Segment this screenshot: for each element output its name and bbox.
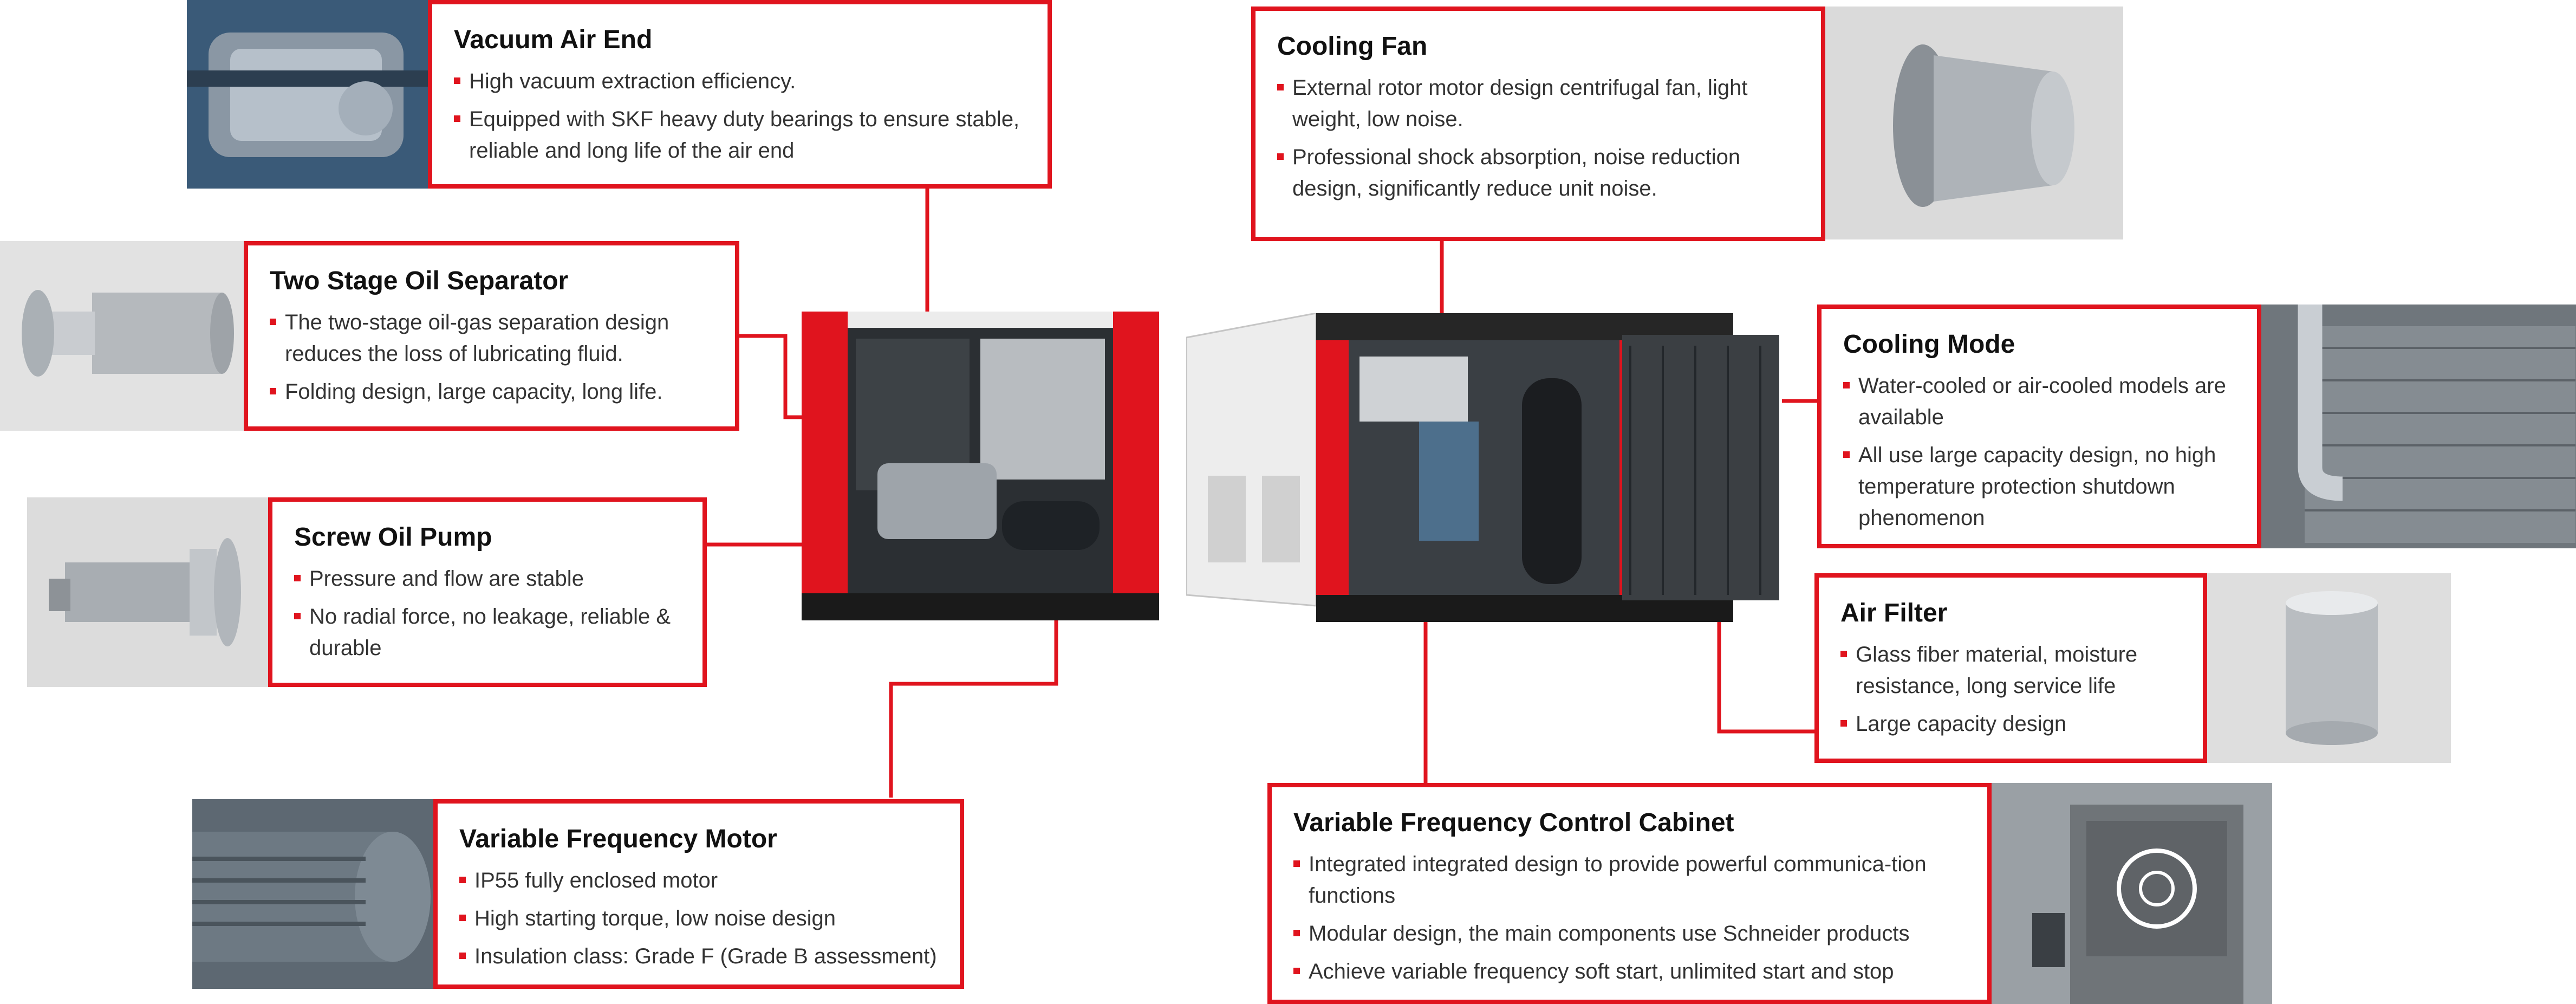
callout-cooling-fan: Cooling Fan External rotor motor design … xyxy=(1251,7,1825,241)
callout-bullet: Folding design, large capacity, long lif… xyxy=(270,376,721,407)
callout-bullet: Glass fiber material, moisture resistanc… xyxy=(1840,639,2189,702)
callout-bullet: High starting torque, low noise design xyxy=(459,903,946,934)
callout-bullet: Modular design, the main components use … xyxy=(1293,918,1973,949)
callout-vf-control-cabinet: Variable Frequency Control Cabinet Integ… xyxy=(1267,783,1992,1004)
oil-separator-photo xyxy=(0,241,246,431)
callout-bullet: Insulation class: Grade F (Grade B asses… xyxy=(459,941,946,972)
callout-bullet: Professional shock absorption, noise red… xyxy=(1277,141,1807,204)
callout-cooling-mode: Cooling Mode Water-cooled or air-cooled … xyxy=(1817,305,2261,548)
callout-title: Variable Frequency Control Cabinet xyxy=(1293,808,1734,837)
callout-bullet: The two-stage oil-gas separation design … xyxy=(270,307,721,370)
callout-air-filter: Air Filter Glass fiber material, moistur… xyxy=(1814,573,2207,763)
callout-bullet: Equipped with SKF heavy duty bearings to… xyxy=(454,103,1033,166)
vf-motor-photo xyxy=(192,799,435,989)
callout-title: Vacuum Air End xyxy=(454,25,653,54)
cooling-mode-photo xyxy=(2261,305,2576,548)
callout-title: Air Filter xyxy=(1840,599,1948,627)
callout-screw-oil-pump: Screw Oil Pump Pressure and flow are sta… xyxy=(268,497,707,687)
callout-bullet: External rotor motor design centrifugal … xyxy=(1277,72,1807,135)
callout-bullet: High vacuum extraction efficiency. xyxy=(454,66,1033,97)
callout-bullet: IP55 fully enclosed motor xyxy=(459,865,946,896)
callout-title: Two Stage Oil Separator xyxy=(270,267,569,295)
callout-bullet: Integrated integrated design to provide … xyxy=(1293,848,1973,911)
air-filter-photo xyxy=(2207,573,2451,763)
callout-bullet: Pressure and flow are stable xyxy=(294,563,688,594)
compressor-front-view xyxy=(1186,313,1782,622)
callout-title: Screw Oil Pump xyxy=(294,523,492,552)
cooling-fan-photo xyxy=(1825,7,2123,239)
vacuum-air-end-photo xyxy=(187,0,428,189)
callout-two-stage-oil-separator: Two Stage Oil Separator The two-stage oi… xyxy=(244,241,739,431)
compressor-internal-view xyxy=(802,312,1159,620)
callout-bullet: All use large capacity design, no high t… xyxy=(1843,439,2243,534)
callout-bullet: No radial force, no leakage, reliable & … xyxy=(294,601,688,664)
callout-variable-frequency-motor: Variable Frequency Motor IP55 fully encl… xyxy=(433,799,964,989)
callout-bullet: Large capacity design xyxy=(1840,708,2189,740)
callout-title: Cooling Fan xyxy=(1277,32,1428,61)
callout-bullet: Water-cooled or air-cooled models are av… xyxy=(1843,370,2243,433)
callout-bullet: Achieve variable frequency soft start, u… xyxy=(1293,956,1973,987)
callout-title: Cooling Mode xyxy=(1843,330,2015,359)
screw-oil-pump-photo xyxy=(27,497,270,687)
vf-control-cabinet-photo xyxy=(1989,783,2272,1004)
callout-vacuum-air-end: Vacuum Air End High vacuum extraction ef… xyxy=(428,0,1052,189)
callout-title: Variable Frequency Motor xyxy=(459,825,777,853)
